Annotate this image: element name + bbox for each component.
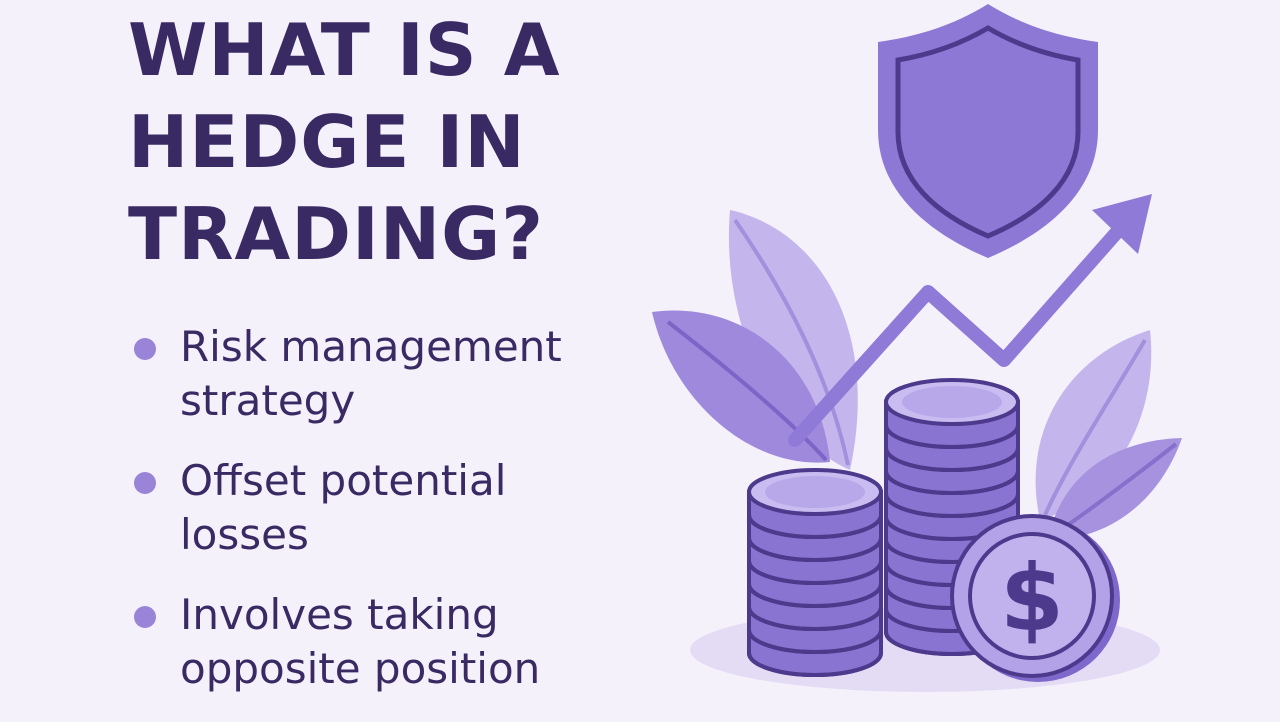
bullet-text-line: strategy (180, 376, 356, 425)
title-line-3: TRADING? (128, 192, 544, 276)
leaf-icon (1035, 330, 1152, 520)
bullet-text-line: Offset potential (180, 456, 507, 505)
coin-stack-icon (747, 468, 883, 677)
leaf-icon (652, 310, 830, 463)
title-line-1: WHAT IS A (128, 8, 561, 92)
bullet-text-line: Risk management (180, 322, 562, 371)
page-title: WHAT IS A HEDGE IN TRADING? (128, 4, 688, 280)
coin-dollar-sign: $ (1000, 545, 1064, 652)
title-line-2: HEDGE IN (128, 100, 526, 184)
bullet-dot-icon (134, 338, 156, 360)
bullet-list: Risk management strategy Offset potentia… (132, 320, 652, 722)
bullet-item-offset-losses: Offset potential losses (132, 454, 652, 562)
shield-icon (878, 4, 1098, 258)
bullet-dot-icon (134, 606, 156, 628)
hedge-illustration: $ (652, 4, 1182, 692)
bullet-item-risk-management: Risk management strategy (132, 320, 652, 428)
bullet-text-line: losses (180, 510, 309, 559)
bullet-item-opposite-position: Involves taking opposite position (132, 588, 652, 696)
up-arrow-icon (788, 194, 1152, 447)
bullet-dot-icon (134, 472, 156, 494)
dollar-coin-icon: $ (950, 514, 1120, 682)
bullet-text-line: opposite position (180, 644, 541, 693)
bullet-text-line: Involves taking (180, 590, 499, 639)
